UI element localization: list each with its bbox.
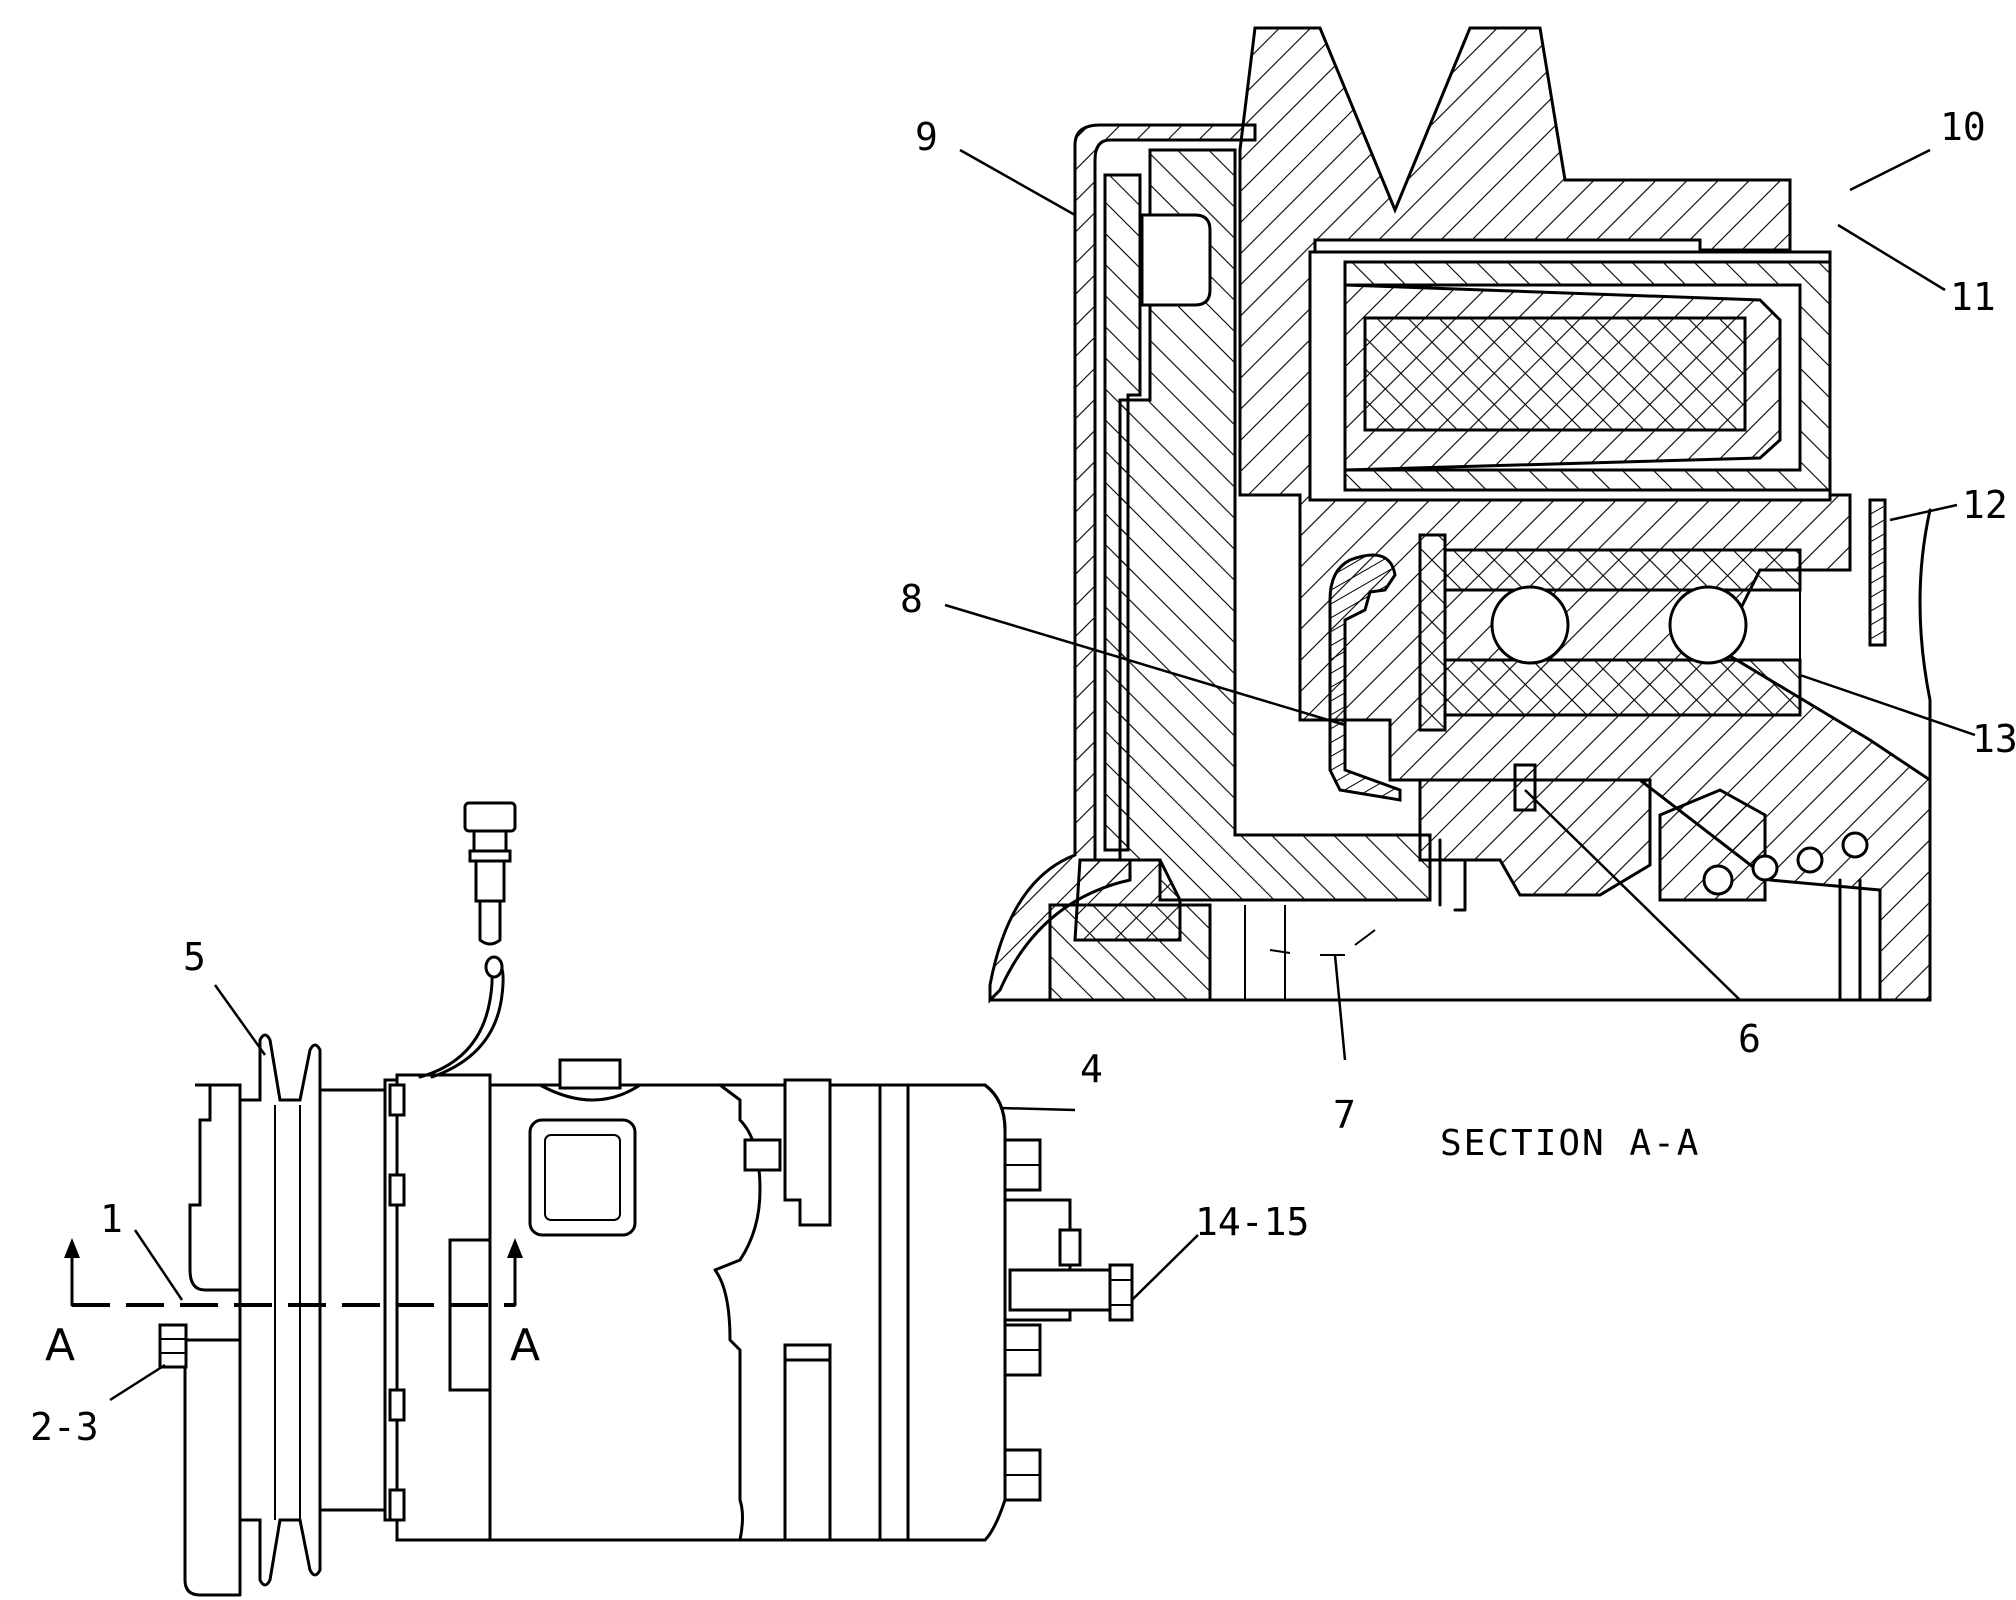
clutch-hub[interactable]: [188, 1083, 242, 1292]
bearing-ball-1: [1490, 585, 1570, 665]
front-flange: [395, 1073, 492, 1542]
cut-arrow-right: [507, 1238, 523, 1258]
callout-8: 8: [900, 577, 923, 621]
hub-bolt[interactable]: [158, 1323, 188, 1369]
callout-9: 9: [915, 115, 938, 159]
callout-1: 1: [100, 1197, 123, 1241]
mounting-ear-top: [783, 1078, 832, 1227]
wire-lead: [418, 963, 494, 1079]
callout-7: 7: [1333, 1093, 1356, 1137]
callout-labels: 9 10 11 12 13 8 6 7 5 4 1 2-3 14-15 SECT…: [30, 105, 2016, 1449]
pulley-rotor: [1238, 26, 1932, 1002]
callout-12: 12: [1962, 483, 2008, 527]
section-title: SECTION A-A: [1440, 1123, 1700, 1164]
rear-head: [878, 1083, 910, 1542]
cut-arrow-left: [64, 1238, 80, 1258]
fitting-nut[interactable]: [1108, 1263, 1134, 1322]
shaft-nut: [1418, 778, 1652, 897]
mounting-ear-bottom: [783, 1343, 832, 1542]
coil-ring: [318, 1088, 387, 1512]
callout-4: 4: [1080, 1047, 1103, 1091]
coil-core: [1363, 316, 1747, 432]
bearing-inner-race: [1443, 658, 1802, 717]
leader-lines: [109, 148, 1976, 1402]
rivet: [1140, 213, 1212, 307]
seal-ring[interactable]: [1868, 498, 1887, 647]
connector-plug[interactable]: [463, 801, 517, 946]
retainer-clip[interactable]: [1328, 553, 1402, 802]
callout-11: 11: [1950, 275, 1996, 319]
cut-marker-left: A: [45, 1320, 75, 1371]
cut-marker-right: A: [510, 1320, 540, 1371]
callout-14-15: 14-15: [1195, 1200, 1309, 1244]
sight-window: [528, 1118, 637, 1237]
callout-10: 10: [1940, 105, 1986, 149]
snap-ring: [1418, 533, 1447, 732]
bearing-ball-2: [1668, 585, 1748, 665]
callout-13: 13: [1972, 717, 2016, 761]
pulley[interactable]: [238, 1033, 322, 1587]
fitting-pipe[interactable]: [1008, 1268, 1112, 1312]
section-view: [988, 26, 1932, 1004]
callout-2-3: 2-3: [30, 1405, 99, 1449]
bearing-outer-race: [1443, 548, 1802, 592]
compressor-side-view: [64, 801, 1134, 1597]
callout-5: 5: [183, 935, 206, 979]
shaft-spline: [1048, 903, 1212, 1002]
callout-6: 6: [1738, 1017, 1761, 1061]
armature-spacer: [1103, 173, 1142, 852]
key[interactable]: [1513, 763, 1537, 812]
